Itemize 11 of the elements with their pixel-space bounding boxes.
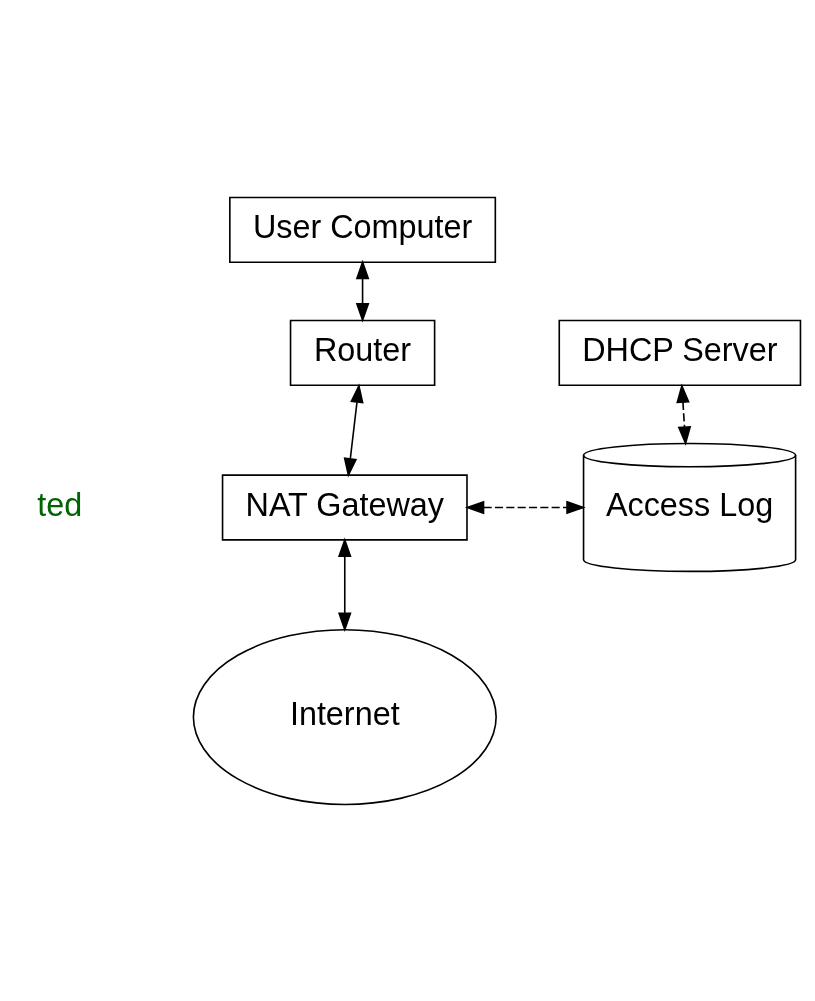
arrow: [676, 382, 692, 446]
arrow: [355, 259, 370, 323]
arrow: [464, 500, 586, 514]
node-box: Router: [289, 319, 436, 386]
node-box: DHCP Server: [558, 319, 802, 386]
node-ellipse: Internet: [192, 628, 497, 805]
arrow: [337, 537, 352, 632]
arrow: [343, 382, 364, 477]
label: ted: [37, 486, 83, 523]
node-box: NAT Gateway: [221, 473, 468, 541]
node-box: User Computer: [229, 196, 497, 263]
